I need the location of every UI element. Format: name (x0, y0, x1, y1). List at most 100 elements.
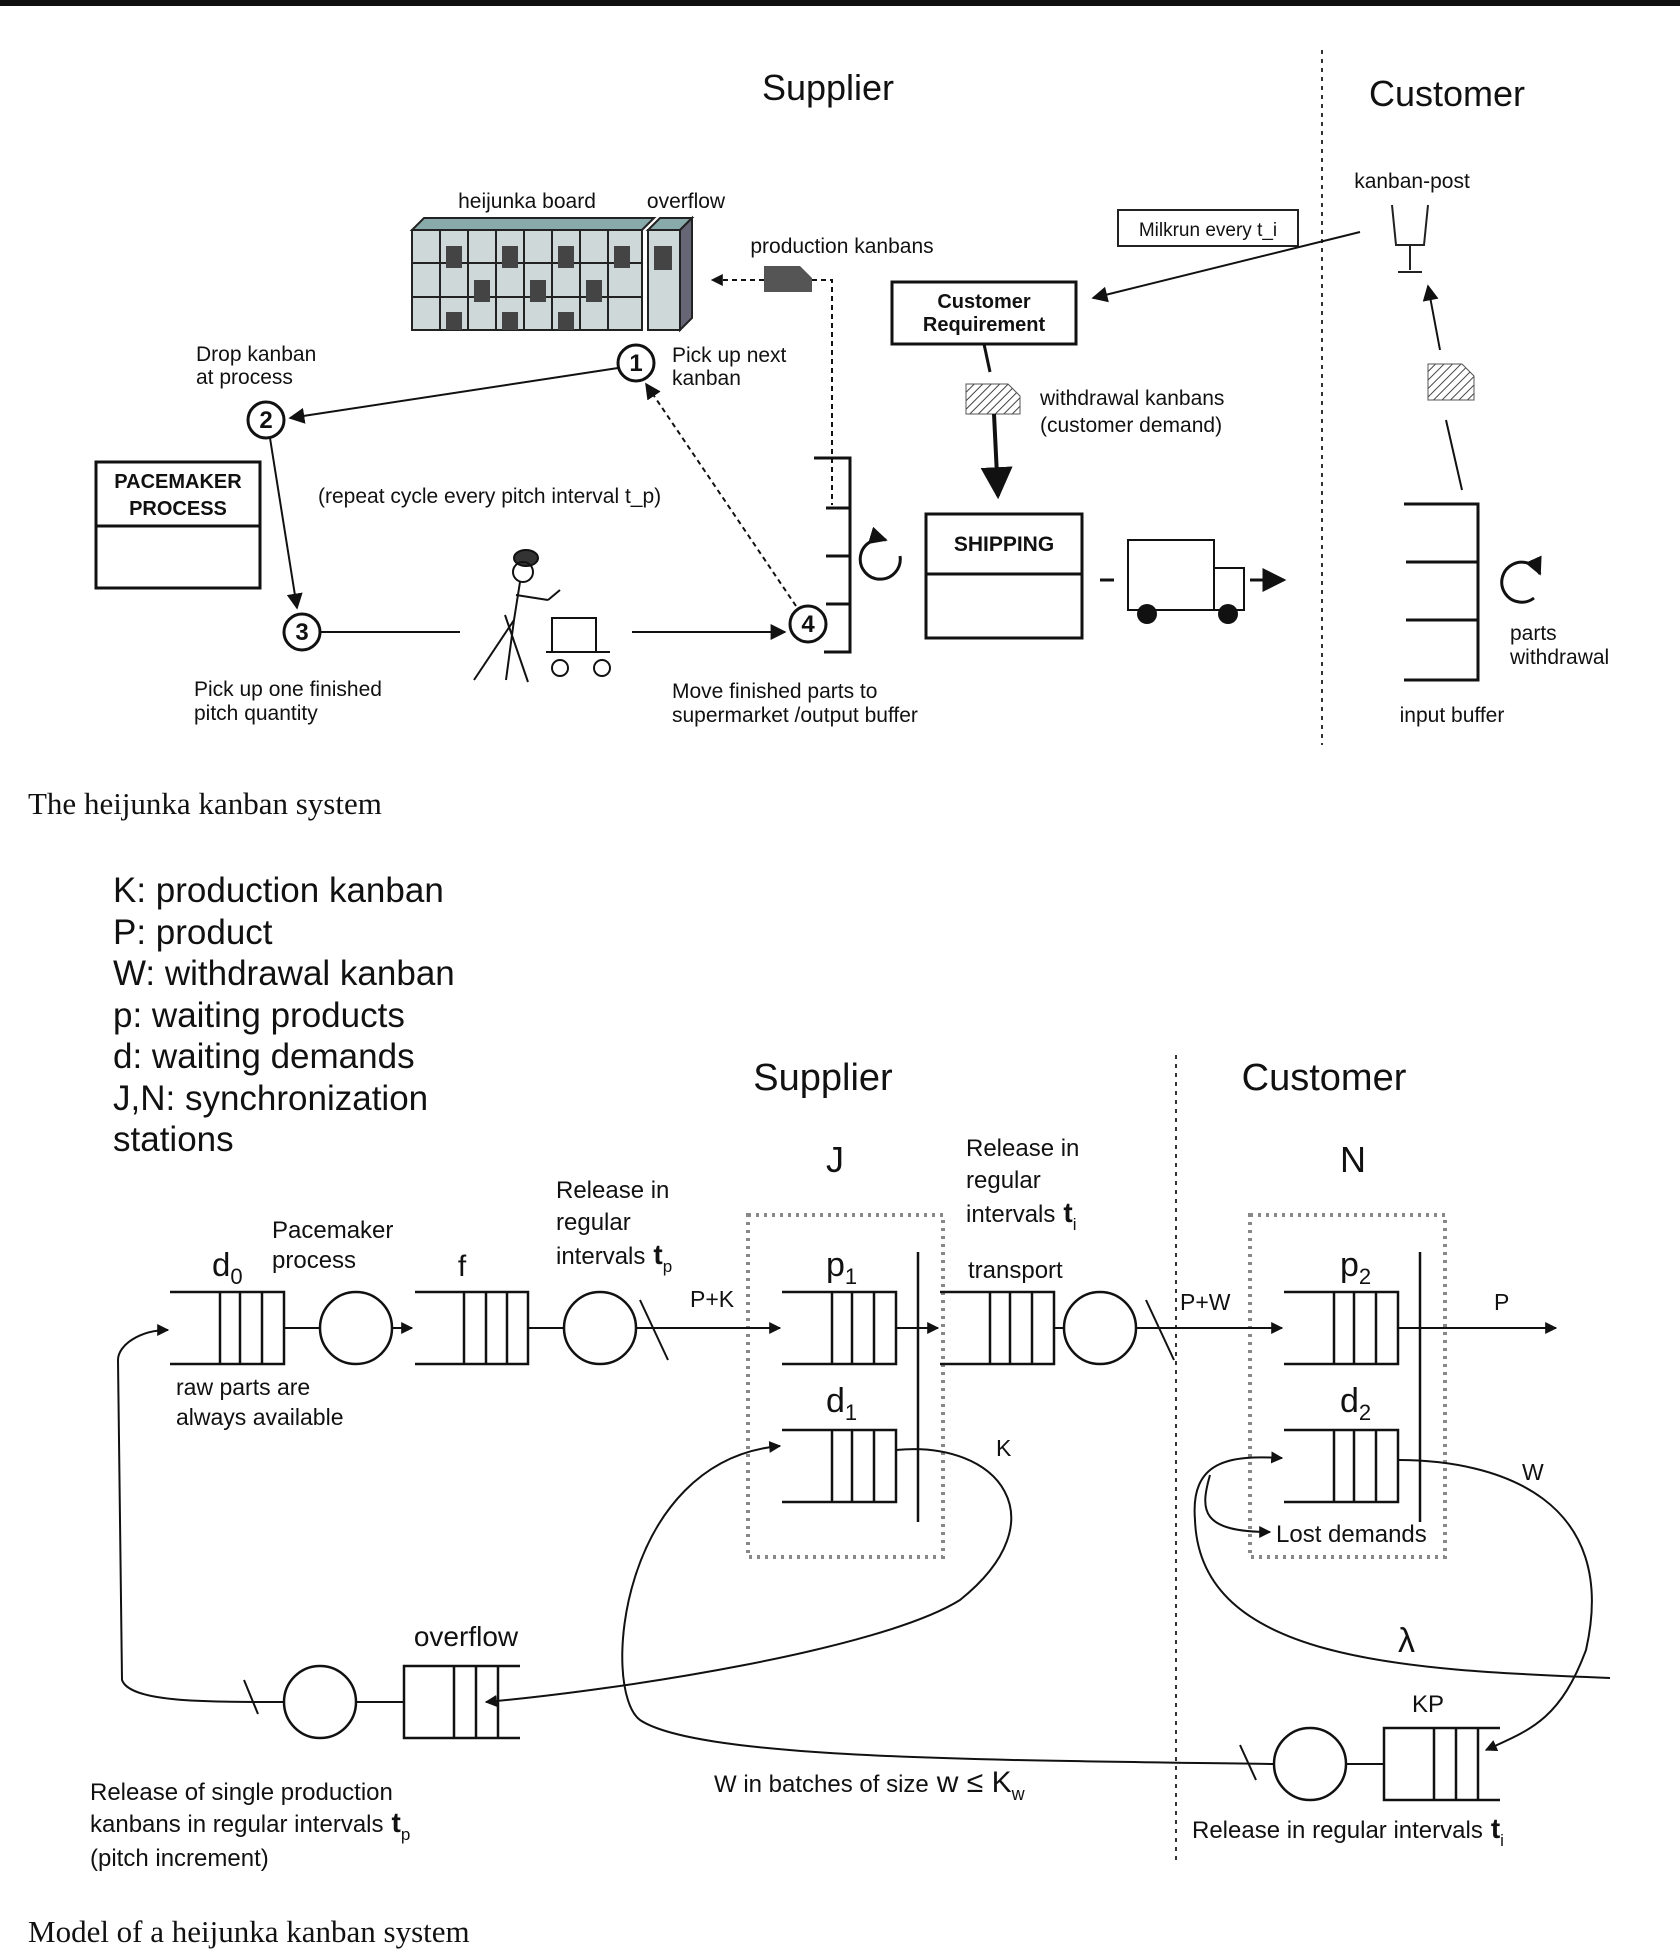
legend-item: d: waiting demands (113, 1037, 415, 1076)
step-1-circle (616, 343, 656, 383)
queue-f (415, 1290, 530, 1366)
label-lambda: λ (1398, 1622, 1415, 1660)
queue-p2 (1284, 1290, 1400, 1366)
queue-transport (940, 1290, 1056, 1366)
pacemaker-label-line1: Pacemaker (272, 1217, 393, 1244)
pick-up-one-line1: Pick up one finished (194, 678, 382, 701)
legend-item: p: waiting products (113, 996, 405, 1035)
step-2-number: 2 (259, 407, 272, 434)
shipping-label: SHIPPING (954, 533, 1054, 556)
repeat-cycle-label: (repeat cycle every pitch interval t_p) (318, 485, 661, 508)
station-J-label: J (826, 1139, 844, 1180)
kanban-post-icon (1391, 204, 1429, 273)
figure1-heijunka-kanban-system: Supplier Customer (94, 50, 1609, 745)
pick-up-one-line2: pitch quantity (194, 702, 318, 725)
station-N-label: N (1340, 1139, 1366, 1180)
top-border (0, 0, 1680, 6)
production-kanbans-label: production kanbans (750, 235, 933, 258)
station-J-box (746, 1213, 945, 1559)
fig2-customer-heading: Customer (1242, 1057, 1407, 1099)
figure2-heijunka-model: K: production kanban P: product W: withd… (90, 871, 1611, 1872)
move-finished-line1: Move finished parts to (672, 680, 877, 703)
figure1-caption: The heijunka kanban system (28, 786, 382, 821)
pick-up-next-line2: kanban (672, 367, 741, 390)
legend-item: W: withdrawal kanban (113, 954, 455, 993)
step-4-circle (788, 604, 828, 644)
kanban-post-label: kanban-post (1354, 170, 1470, 193)
server-transport (1062, 1290, 1138, 1366)
label-d1: d1 (826, 1382, 857, 1425)
pacemaker-line1: PACEMAKER (114, 471, 242, 493)
supermarket-rack (814, 456, 852, 654)
station-N-box (1248, 1213, 1447, 1559)
server-pacemaker (318, 1290, 394, 1366)
fig1-overflow-label: overflow (647, 190, 726, 213)
customer-requirement-line1: Customer (937, 291, 1031, 313)
customer-withdrawal-kanban (1427, 363, 1475, 401)
label-transport: transport (968, 1257, 1063, 1284)
raw-parts-line2: always available (176, 1404, 343, 1430)
milkrun-label: Milkrun every t_i (1139, 220, 1277, 241)
queue-overflow (402, 1664, 520, 1740)
withdrawal-kanbans-line2: (customer demand) (1040, 414, 1222, 437)
shipping-box (924, 512, 1084, 640)
label-d0: d0 (212, 1246, 243, 1289)
milkrun-box (1117, 209, 1299, 247)
raw-parts-line1: raw parts are (176, 1374, 310, 1400)
input-buffer-label: input buffer (1400, 704, 1505, 727)
pacemaker-label-line2: process (272, 1247, 356, 1274)
worker-cart-icon (473, 549, 611, 683)
pacemaker-line2: PROCESS (129, 498, 227, 520)
release-single-line1: Release of single production (90, 1779, 393, 1806)
queue-KP (1382, 1726, 1500, 1802)
release-single-line3: (pitch increment) (90, 1845, 269, 1872)
legend-item: J,N: synchronization (113, 1079, 428, 1118)
heijunka-board-label: heijunka board (458, 190, 596, 213)
release-ti-line1: Release in (966, 1135, 1079, 1162)
queue-p1 (782, 1290, 898, 1366)
withdrawal-kanban-card (965, 383, 1021, 415)
parts-withdrawal-cycle-icon (1500, 555, 1542, 604)
step-4-number: 4 (801, 611, 815, 638)
label-K: K (996, 1435, 1012, 1461)
fig1-customer-heading: Customer (1369, 73, 1525, 114)
release-ti-line2: regular (966, 1167, 1041, 1194)
truck-icon (1127, 539, 1287, 624)
server-KP-release (1272, 1726, 1348, 1802)
queue-d1 (782, 1428, 898, 1504)
server-overflow-release (282, 1664, 358, 1740)
fig1-supplier-heading: Supplier (762, 67, 894, 108)
release-tp-line2: regular (556, 1209, 631, 1236)
heijunka-board (409, 215, 695, 333)
legend-item: stations (113, 1120, 234, 1159)
label-P: P (1494, 1289, 1509, 1315)
withdrawal-kanbans-line1: withdrawal kanbans (1039, 387, 1224, 410)
queue-d2 (1284, 1428, 1400, 1504)
customer-requirement-line2: Requirement (923, 314, 1046, 336)
queue-d0 (170, 1290, 286, 1366)
server-release-tp (562, 1290, 638, 1366)
label-W: W (1522, 1459, 1544, 1485)
fig2-supplier-heading: Supplier (753, 1057, 893, 1099)
step-3-number: 3 (295, 619, 308, 646)
pick-up-next-line1: Pick up next (672, 344, 787, 367)
move-finished-line2: supermarket /output buffer (672, 704, 918, 727)
figure2-caption: Model of a heijunka kanban system (28, 1914, 470, 1949)
legend-item: P: product (113, 913, 273, 952)
label-PW: P+W (1180, 1289, 1231, 1315)
parts-withdrawal-line1: parts (1510, 622, 1557, 645)
drop-kanban-line2: at process (196, 366, 293, 389)
label-d2: d2 (1340, 1382, 1371, 1425)
lost-demands-label: Lost demands (1276, 1521, 1427, 1548)
label-KP: KP (1412, 1691, 1444, 1718)
production-kanban-card (764, 266, 812, 292)
label-p1: p1 (826, 1246, 857, 1289)
input-buffer-rack (1404, 502, 1480, 682)
step-1-number: 1 (629, 350, 642, 377)
